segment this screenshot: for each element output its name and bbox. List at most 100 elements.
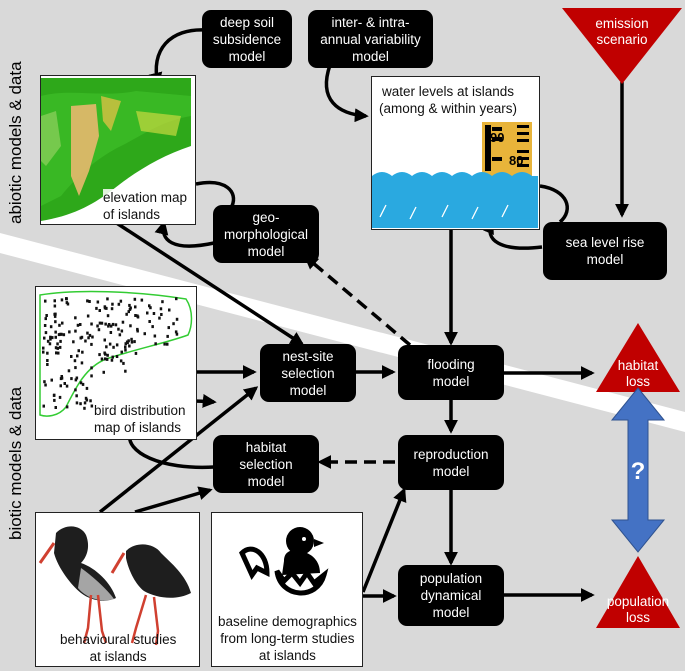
- bird-dot: [128, 344, 131, 348]
- arrow-baseline-reproduction: [361, 487, 407, 593]
- bird-dot: [122, 361, 125, 365]
- water-levels-label: water levels at islands (among & within …: [379, 84, 518, 116]
- bird-dot: [84, 339, 87, 343]
- bird-dot: [136, 327, 139, 331]
- bird-dot: [68, 330, 71, 334]
- bird-dot: [90, 404, 94, 408]
- bird-dot: [96, 300, 100, 304]
- bird-dot: [85, 398, 89, 402]
- bird-dot: [143, 332, 146, 336]
- double-arrow: [610, 387, 666, 553]
- bird-dot: [86, 314, 90, 318]
- arrow-geomorph-elevation: [154, 220, 215, 248]
- bird-dot: [46, 359, 49, 362]
- bird-dot: [149, 306, 152, 310]
- bird-dot: [46, 351, 49, 355]
- bird-dot: [124, 342, 127, 346]
- variability-model[interactable]: inter- & intra- annual variability model: [308, 10, 433, 68]
- bird-dot: [90, 374, 93, 378]
- flooding-model[interactable]: flooding model: [398, 345, 504, 400]
- bird-dot: [58, 345, 62, 349]
- bird-dot: [60, 332, 63, 336]
- bird-dot: [111, 322, 115, 326]
- bird-dot: [105, 306, 108, 310]
- bird-dot: [105, 345, 108, 349]
- bird-dot: [106, 314, 110, 318]
- bird-dot: [65, 297, 68, 301]
- bird-dot: [114, 323, 118, 327]
- bird-dot: [119, 359, 123, 363]
- bird-dot: [70, 355, 73, 358]
- bird-dot: [43, 336, 46, 340]
- bird-dot: [45, 314, 48, 317]
- bird-dot: [98, 321, 102, 325]
- bird-dot: [130, 337, 133, 341]
- bird-dot: [76, 354, 79, 358]
- bird-dot: [125, 312, 128, 316]
- bird-dot: [160, 313, 163, 316]
- bird-dot: [74, 378, 78, 382]
- bird-dot: [90, 366, 93, 370]
- elevation-map-image: [41, 78, 191, 221]
- bird-dot: [107, 324, 110, 328]
- abiotic-label: abiotic models & data: [6, 61, 25, 224]
- geomorphological-model[interactable]: geo- morphological model: [213, 205, 319, 263]
- bird-dot: [74, 329, 77, 333]
- bird-dot: [124, 369, 127, 373]
- reproduction-model[interactable]: reproduction model: [398, 435, 504, 490]
- bird-dot: [166, 342, 169, 346]
- bird-dot: [57, 351, 60, 355]
- bird-dot: [79, 402, 82, 406]
- arrow-behaviour-habitatsel: [134, 486, 213, 514]
- bird-dot: [61, 321, 64, 325]
- population-dynamical-model[interactable]: population dynamical model: [398, 565, 504, 626]
- bird-dot: [70, 377, 73, 381]
- arrow-variability-water: [324, 64, 369, 123]
- bird-dot: [102, 370, 105, 374]
- bird-dot: [161, 300, 164, 304]
- water-gauge-image: [372, 122, 538, 228]
- bird-dot: [76, 323, 80, 327]
- sea-level-rise-model[interactable]: sea level rise model: [543, 222, 667, 280]
- bird-dot: [49, 335, 52, 339]
- bird-dot: [75, 401, 79, 405]
- bird-dot: [97, 328, 101, 332]
- nest-site-selection-model[interactable]: nest-site selection model: [260, 344, 356, 402]
- bird-dot: [98, 309, 101, 312]
- water-levels-panel: water levels at islands (among & within …: [371, 76, 540, 230]
- bird-dot: [52, 393, 56, 397]
- bird-dot: [134, 351, 138, 355]
- arrow-deepsoil-elevation: [148, 28, 207, 87]
- bird-distribution-panel: bird distribution map of islands: [35, 286, 197, 440]
- bird-dot: [60, 375, 63, 378]
- bird-distribution-image: [39, 290, 193, 417]
- bird-dot: [53, 312, 56, 316]
- elevation-map-panel: elevation map of islands: [40, 75, 196, 225]
- bird-dot: [103, 306, 107, 310]
- bird-dot: [53, 398, 56, 402]
- behavioural-label: behavioural studies at islands: [60, 632, 177, 664]
- bird-dot: [42, 350, 45, 354]
- bird-dot: [159, 307, 163, 311]
- bird-dot: [59, 384, 62, 388]
- question-mark: ?: [630, 458, 646, 485]
- bird-dot: [148, 304, 151, 308]
- bird-dot: [42, 346, 45, 350]
- bird-dot: [148, 320, 151, 323]
- bird-dot: [174, 330, 178, 334]
- bird-dot: [96, 324, 99, 328]
- bird-dot: [65, 301, 69, 305]
- bird-dot: [117, 327, 120, 331]
- hatching-chick-icon: [239, 527, 329, 596]
- bird-dot: [108, 342, 112, 346]
- bird-dot: [168, 308, 171, 312]
- biotic-label: biotic models & data: [6, 386, 25, 540]
- habitat-selection-model[interactable]: habitat selection model: [213, 435, 319, 493]
- bird-dot: [56, 346, 59, 350]
- deep-soil-subsidence-model[interactable]: deep soil subsidence model: [202, 10, 292, 68]
- bird-dot: [65, 384, 69, 388]
- bird-dot: [90, 342, 93, 346]
- bird-dot: [175, 297, 178, 301]
- bird-dot: [106, 353, 109, 357]
- bird-dot: [80, 361, 84, 365]
